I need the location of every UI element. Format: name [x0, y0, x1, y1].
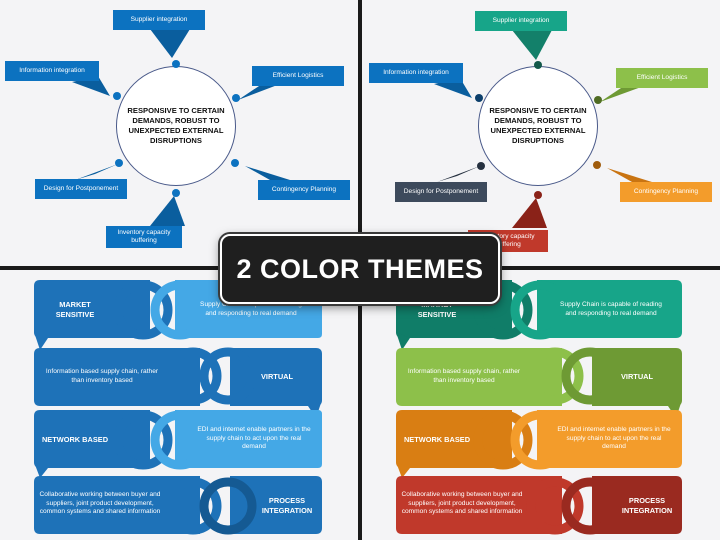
label-information-integration: Information integration [369, 63, 463, 83]
row-title-network-based: NETWORK BASED [403, 435, 471, 444]
dot-upper-right [594, 96, 602, 104]
circle-diagram-multicolor: RESPONSIVE TO CERTAIN DEMANDS, ROBUST TO… [362, 0, 720, 266]
dot-top [534, 61, 542, 69]
row-title-process-integration: PROCESS INTEGRATION [261, 496, 313, 515]
row-text-network-based: EDI and internet enable partners in the … [557, 425, 671, 451]
color-themes-banner: 2 COLOR THEMES [220, 234, 500, 304]
dot-top [172, 60, 180, 68]
row-title-virtual: VIRTUAL [620, 372, 654, 381]
row-text-process-integration: Collaborative working between buyer and … [401, 490, 523, 516]
row-text-virtual: Information based supply chain, rather t… [407, 368, 521, 384]
dot-upper-right [232, 94, 240, 102]
tails [434, 30, 652, 228]
center-circle: RESPONSIVE TO CERTAIN DEMANDS, ROBUST TO… [478, 66, 598, 186]
row-text-process-integration: Collaborative working between buyer and … [39, 490, 161, 516]
center-circle: RESPONSIVE TO CERTAIN DEMANDS, ROBUST TO… [116, 66, 236, 186]
supply-rows-multicolor: MARKET SENSITIVE Supply Chain is capable… [362, 270, 720, 540]
row-text-market-sensitive: Supply Chain is capable of reading and r… [560, 301, 662, 317]
label-design-postponement: Design for Postponement [35, 179, 127, 199]
dot-lower-right [593, 161, 601, 169]
circle-diagram-blue: RESPONSIVE TO CERTAIN DEMANDS, ROBUST TO… [0, 0, 358, 266]
label-contingency-planning: Contingency Planning [620, 182, 712, 202]
label-supplier-integration: Supplier integration [113, 10, 205, 30]
row-title-market-sensitive: MARKET SENSITIVE [417, 300, 457, 319]
label-efficient-logistics: Efficient Logistics [616, 68, 708, 88]
row-text-virtual: Information based supply chain, rather t… [45, 368, 159, 384]
rows-shapes [396, 280, 682, 535]
row-title-network-based: NETWORK BASED [41, 435, 109, 444]
dot-upper-left [475, 94, 483, 102]
tail-supplier [72, 29, 290, 226]
dot-bottom [172, 189, 180, 197]
dot-lower-left [477, 162, 485, 170]
row-text-network-based: EDI and internet enable partners in the … [197, 425, 311, 451]
row-title-process-integration: PROCESS INTEGRATION [621, 496, 673, 515]
dot-lower-left [115, 159, 123, 167]
row-title-virtual: VIRTUAL [260, 372, 294, 381]
dot-upper-left [113, 92, 121, 100]
label-efficient-logistics: Efficient Logistics [252, 66, 344, 86]
dot-bottom [534, 191, 542, 199]
label-contingency-planning: Contingency Planning [258, 180, 350, 200]
label-supplier-integration: Supplier integration [475, 11, 567, 31]
rows-shapes [34, 280, 322, 535]
label-design-postponement: Design for Postponement [395, 182, 487, 202]
dot-lower-right [231, 159, 239, 167]
row-title-market-sensitive: MARKET SENSITIVE [55, 300, 95, 319]
supply-rows-blue: MARKET SENSITIVE Supply Chain is capable… [0, 270, 358, 540]
label-information-integration: Information integration [5, 61, 99, 81]
label-inventory-buffering: Inventory capacity buffering [106, 226, 182, 248]
row-text-market-sensitive: Supply Chain is capable of reading and r… [200, 301, 302, 317]
